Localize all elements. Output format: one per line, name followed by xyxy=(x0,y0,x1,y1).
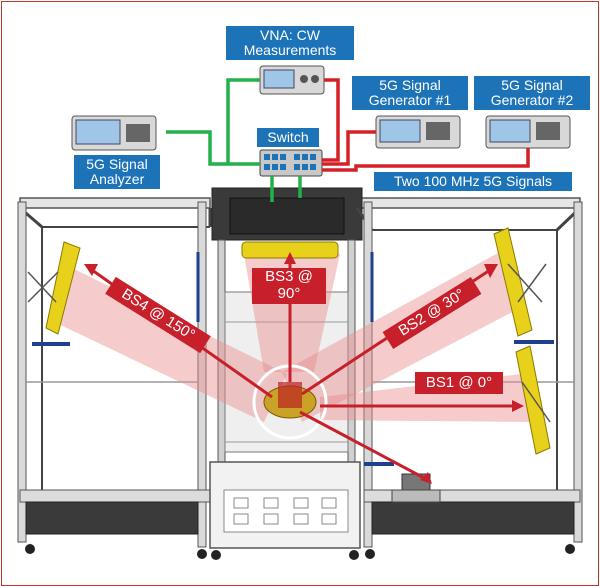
antenna-panel-mounts xyxy=(27,263,551,423)
signal-generator-1-label: 5G Signal Generator #1 xyxy=(352,76,468,110)
vna-instrument xyxy=(259,65,325,95)
vna-label: VNA: CW Measurements xyxy=(226,26,354,60)
signal-generator-2 xyxy=(485,115,571,149)
signal-generator-1 xyxy=(375,115,461,149)
green-cables xyxy=(166,78,302,202)
chamber-frame xyxy=(17,187,583,560)
signals-label: Two 100 MHz 5G Signals xyxy=(374,172,572,191)
red-cables xyxy=(322,78,530,172)
switch-instrument xyxy=(259,149,323,177)
beam-arrowheads xyxy=(84,252,524,484)
signal-analyzer-instrument xyxy=(71,115,157,151)
bs1-label: BS1 @ 0° xyxy=(415,372,503,394)
signal-generator-2-label: 5G Signal Generator #2 xyxy=(474,76,590,110)
antenna-panels xyxy=(45,227,551,455)
signal-analyzer-label: 5G Signal Analyzer xyxy=(74,155,160,189)
switch-label: Switch xyxy=(257,128,319,147)
bs3-label: BS3 @ 90° xyxy=(252,268,326,304)
